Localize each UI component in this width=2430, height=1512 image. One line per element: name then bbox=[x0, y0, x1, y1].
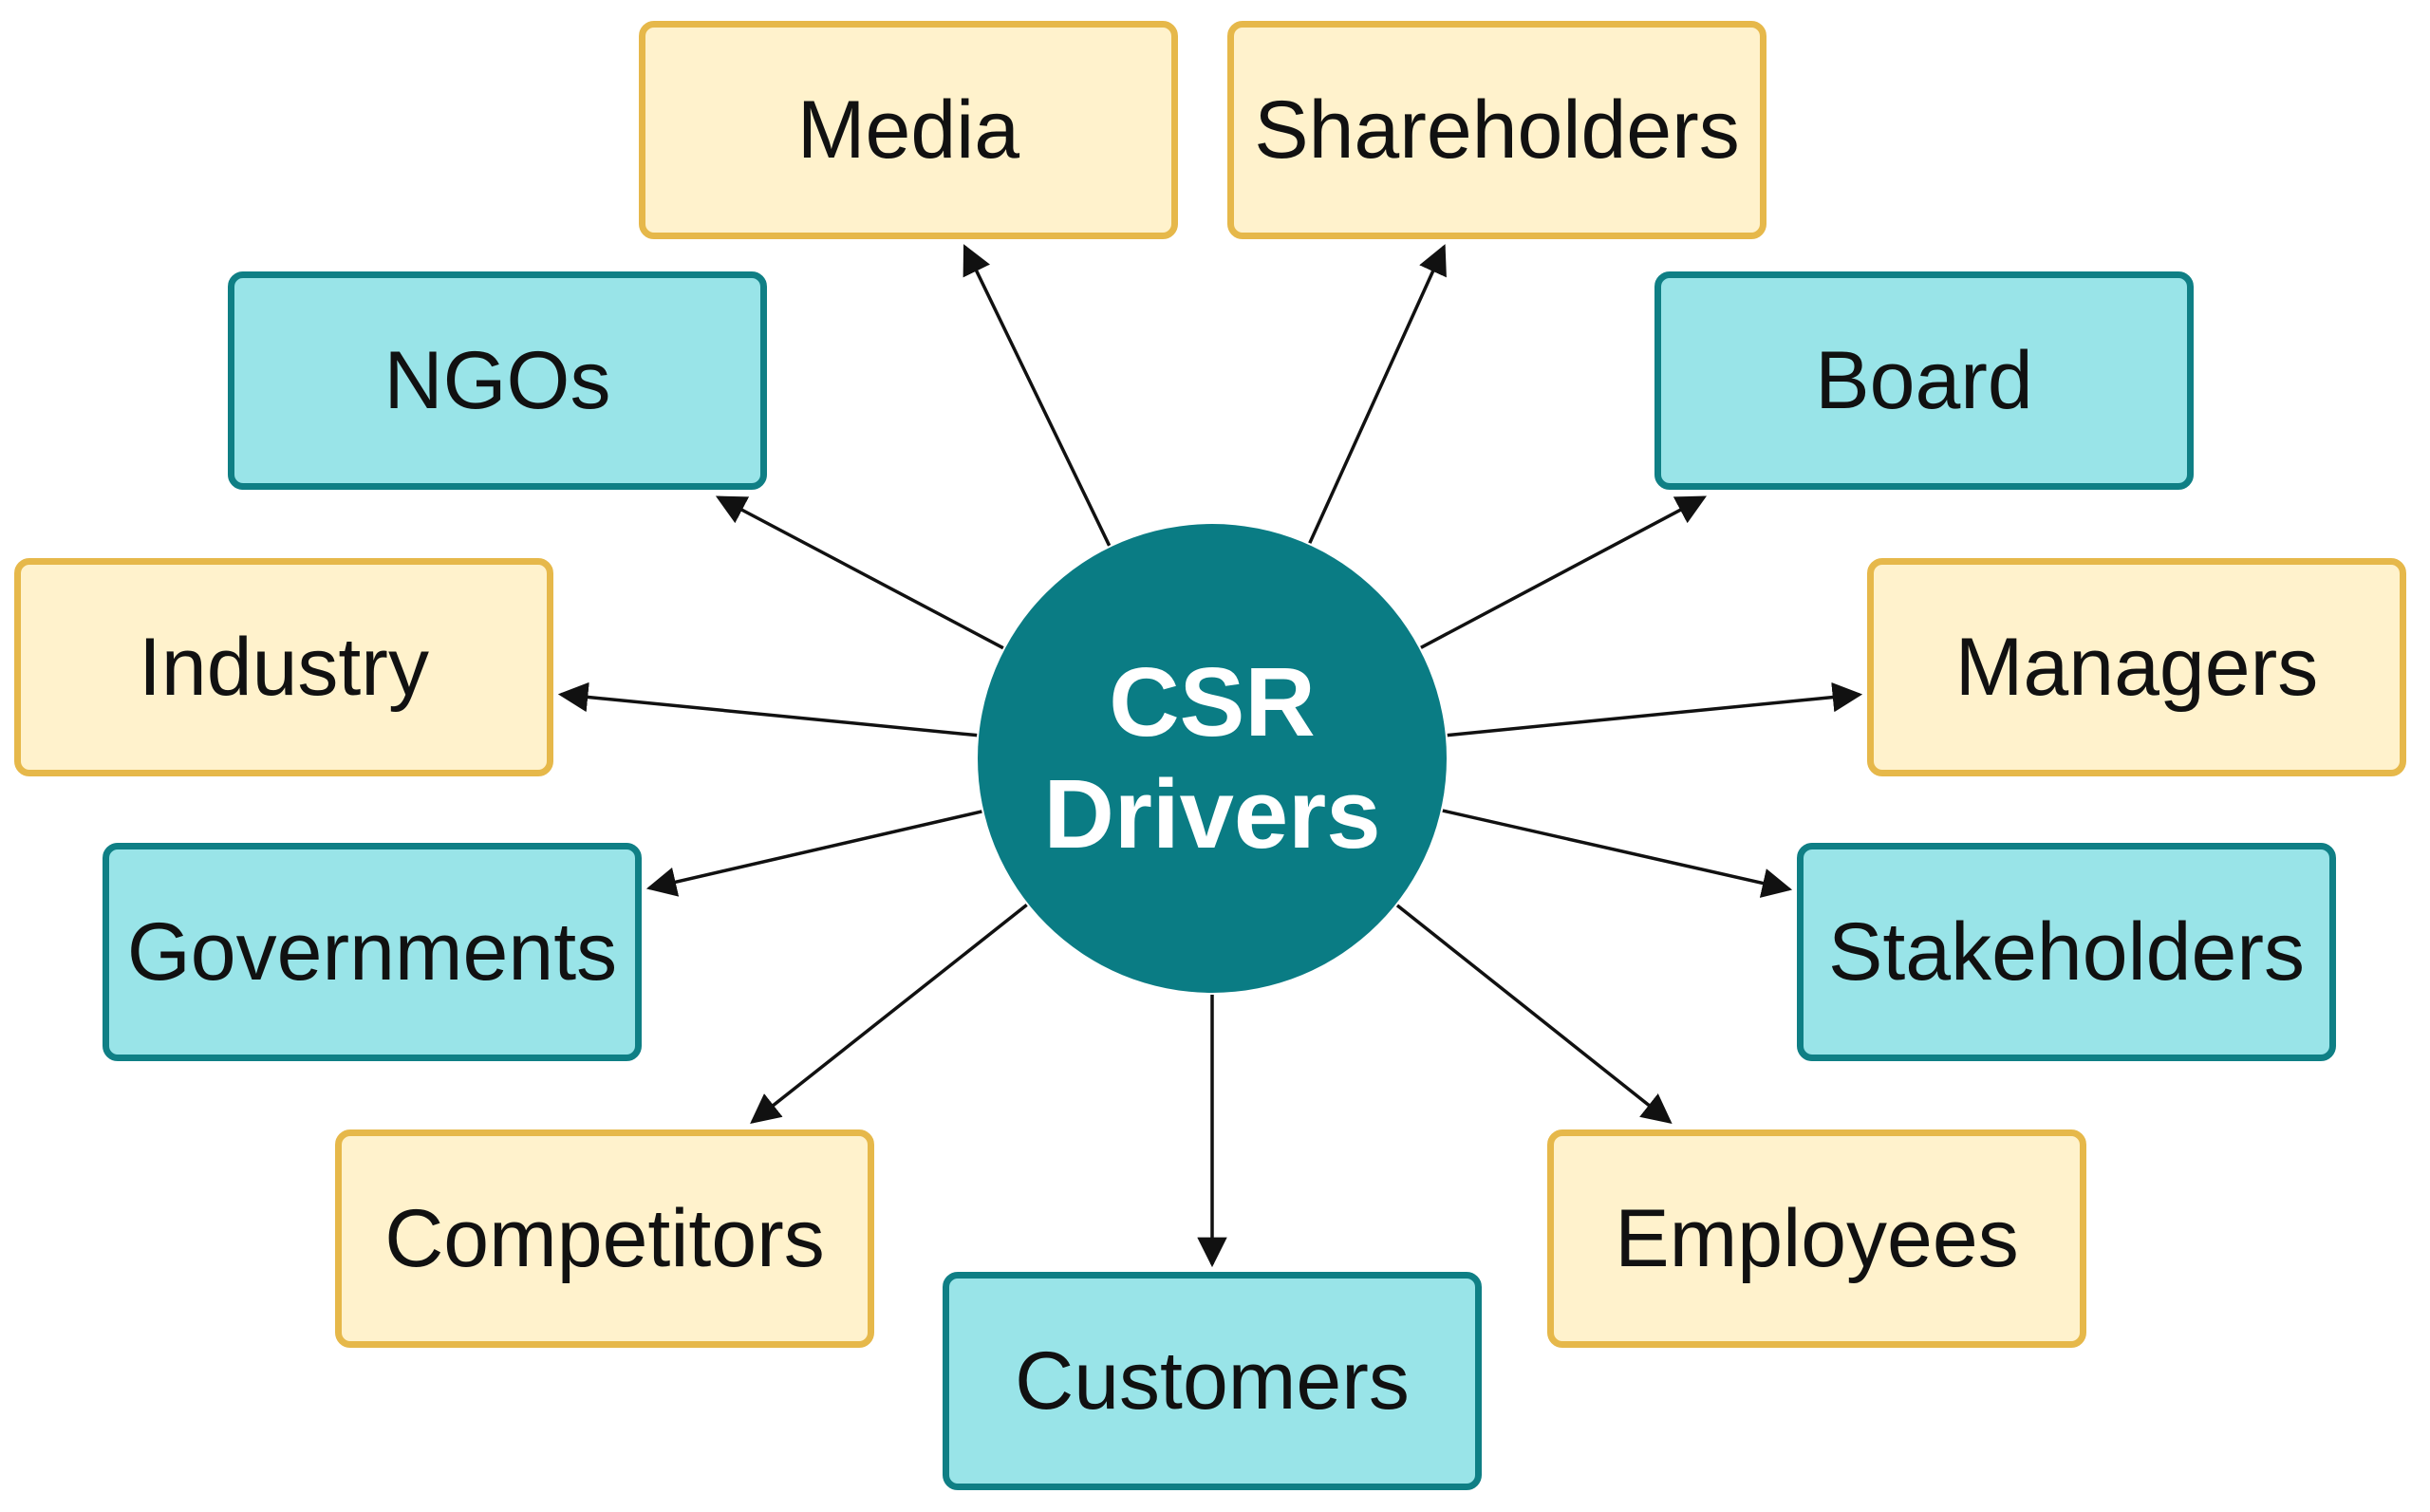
customers-node[interactable]: Customers bbox=[943, 1272, 1482, 1490]
industry-label: Industry bbox=[139, 621, 429, 713]
arrow-to-board bbox=[1420, 495, 1707, 649]
arrow-to-ngos bbox=[715, 495, 1004, 650]
board-label: Board bbox=[1815, 334, 2033, 426]
managers-label: Managers bbox=[1954, 621, 2319, 713]
center-title-line1: CSR bbox=[1109, 646, 1316, 756]
arrow-to-industry bbox=[557, 681, 978, 737]
managers-node[interactable]: Managers bbox=[1867, 558, 2406, 776]
csr-drivers-center[interactable]: CSR Drivers bbox=[978, 524, 1447, 993]
competitors-label: Competitors bbox=[384, 1192, 825, 1284]
ngos-node[interactable]: NGOs bbox=[228, 271, 767, 490]
governments-label: Governments bbox=[126, 905, 618, 998]
arrow-to-governments bbox=[645, 810, 982, 897]
arrow-to-competitors bbox=[750, 904, 1028, 1124]
center-title-line2: Drivers bbox=[1043, 759, 1381, 868]
competitors-node[interactable]: Competitors bbox=[335, 1129, 874, 1348]
arrow-to-media bbox=[963, 244, 1112, 547]
industry-node[interactable]: Industry bbox=[14, 558, 553, 776]
shareholders-label: Shareholders bbox=[1254, 84, 1740, 176]
arrow-to-managers bbox=[1447, 681, 1863, 737]
board-node[interactable]: Board bbox=[1654, 271, 2194, 490]
governments-node[interactable]: Governments bbox=[103, 843, 642, 1061]
arrow-to-employees bbox=[1395, 904, 1673, 1124]
stakeholders-label: Stakeholders bbox=[1828, 905, 2305, 998]
media-node[interactable]: Media bbox=[639, 21, 1178, 239]
customers-label: Customers bbox=[1015, 1335, 1410, 1427]
media-label: Media bbox=[796, 84, 1020, 176]
ngos-label: NGOs bbox=[383, 334, 611, 426]
shareholders-node[interactable]: Shareholders bbox=[1227, 21, 1766, 239]
employees-node[interactable]: Employees bbox=[1547, 1129, 2086, 1348]
stakeholders-node[interactable]: Stakeholders bbox=[1797, 843, 2336, 1061]
employees-label: Employees bbox=[1615, 1192, 2019, 1284]
arrow-to-shareholders bbox=[1308, 244, 1447, 544]
arrow-to-stakeholders bbox=[1442, 809, 1793, 898]
